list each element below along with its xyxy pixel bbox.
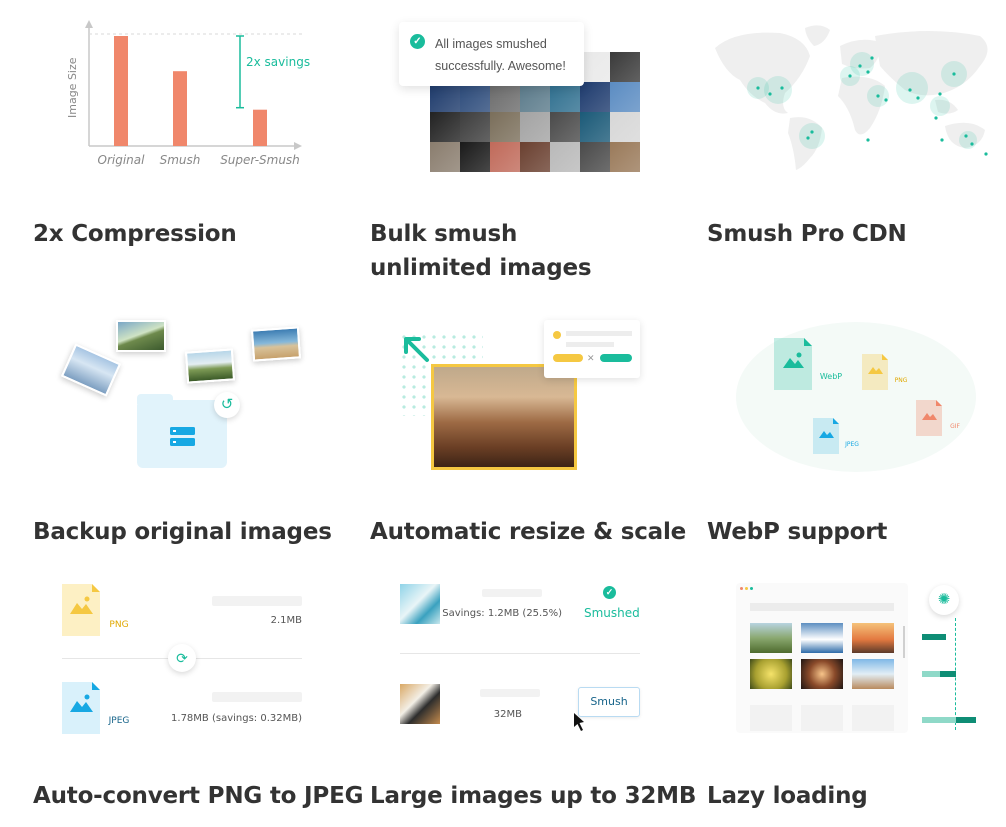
file-size-text: 32MB [493,709,522,720]
restore-icon: ↺ [214,392,240,418]
filename-bar [482,589,542,597]
grid-thumbnail [580,112,610,142]
load-bar-2-fill [940,671,956,677]
grid-thumbnail [610,112,640,142]
y-axis-arrow [85,20,93,28]
filename-bar [480,689,540,697]
grid-thumbnail [520,142,550,172]
load-bar-1 [922,634,946,640]
cdn-world-map [710,18,1000,178]
webp-file-icon: WebP [774,338,842,390]
backup-folder [137,394,227,468]
scrollbar[interactable] [903,626,905,658]
lazy-browser-window [736,583,908,733]
webp-background-blob [736,322,976,472]
load-bar-2 [922,671,956,677]
png-size-bar [212,596,302,606]
load-bar-3 [922,717,976,723]
y-axis-label: Image Size [66,57,79,118]
check-circle-icon: ✓ [410,34,425,49]
feature-title-compression: 2x Compression [33,221,237,247]
sync-icon: ⟳ [168,644,196,672]
grid-thumbnail [580,142,610,172]
feature-title-png-to-jpeg: Auto-convert PNG to JPEG [33,783,364,809]
grid-thumbnail [520,112,550,142]
link-icon: ✕ [587,353,595,363]
x-tick-label: Original [98,153,146,167]
loading-spinner-icon: ✺ [929,585,959,615]
grid-thumbnail [610,82,640,112]
grid-thumbnail [460,82,490,112]
grid-thumbnail [490,112,520,142]
height-pill [600,354,632,362]
bar-super-smush [253,109,267,146]
grid-thumbnail [550,142,580,172]
feature-title-backup: Backup original images [33,519,332,545]
grid-thumbnail [550,82,580,112]
grid-thumbnail [490,142,520,172]
bulk-success-toast: ✓ All images smushed successfully. Aweso… [399,22,584,86]
grid-thumbnail [580,82,610,112]
backup-photo-beach [250,326,302,362]
savings-annotation: 2x savings [246,55,310,69]
width-pill [553,354,583,362]
png-file-icon: PNG [862,354,907,390]
grid-thumbnail [490,82,520,112]
feature-title-resize: Automatic resize & scale [370,519,687,545]
resize-settings-card: ✕ [544,320,640,378]
feature-title-webp: WebP support [707,519,888,545]
server-icon [170,427,195,446]
grid-thumbnail [550,112,580,142]
smush-button[interactable]: Smush [578,687,640,717]
bar-original [114,36,128,146]
desk-thumbnail [400,684,440,724]
jpeg-size-bar [212,692,302,702]
grid-thumbnail [430,112,460,142]
grid-thumbnail [430,82,460,112]
gif-file-icon: GIF [916,400,960,436]
grid-thumbnail [460,142,490,172]
toast-message: All images smushed successfully. Awesome… [435,37,566,73]
backup-photo-sky [60,343,122,397]
smushed-status: Smushed [584,606,640,620]
grid-thumbnail [430,142,460,172]
feature-title-large-images: Large images up to 32MB [370,783,697,809]
savings-text: Savings: 1.2MB (25.5%) [442,608,562,619]
png-size: 2.1MB [270,615,302,626]
backup-photo-tree [184,348,236,384]
check-circle-icon: ✓ [603,586,616,599]
info-dot-icon [553,331,561,339]
resize-arrow-icon [404,337,429,362]
bulk-image-grid [430,52,640,172]
feature-title-lazy-loading: Lazy loading [707,783,868,809]
grid-thumbnail [520,82,550,112]
x-tick-label: Smush [160,153,201,167]
jpeg-large-file-icon: JPEG [62,682,129,734]
x-axis-arrow [294,142,302,150]
grid-thumbnail [580,52,610,82]
jpeg-file-icon: JPEG [813,418,859,454]
resize-photo-coast [431,364,577,470]
beach-thumbnail [400,584,440,624]
backup-photo-lake [116,320,166,352]
bar-smush [173,71,187,146]
feature-title-bulk: Bulk smush unlimited images [370,221,592,281]
load-bar-3-fill [956,717,976,723]
row-divider [400,653,640,654]
grid-thumbnail [610,52,640,82]
mouse-cursor-icon [574,713,584,731]
png-large-file-icon: PNG [62,584,129,636]
jpeg-size: 1.78MB (savings: 0.32MB) [171,713,302,724]
feature-title-cdn: Smush Pro CDN [707,221,907,247]
x-tick-label: Super-Smush [220,153,300,167]
grid-thumbnail [610,142,640,172]
grid-thumbnail [460,112,490,142]
